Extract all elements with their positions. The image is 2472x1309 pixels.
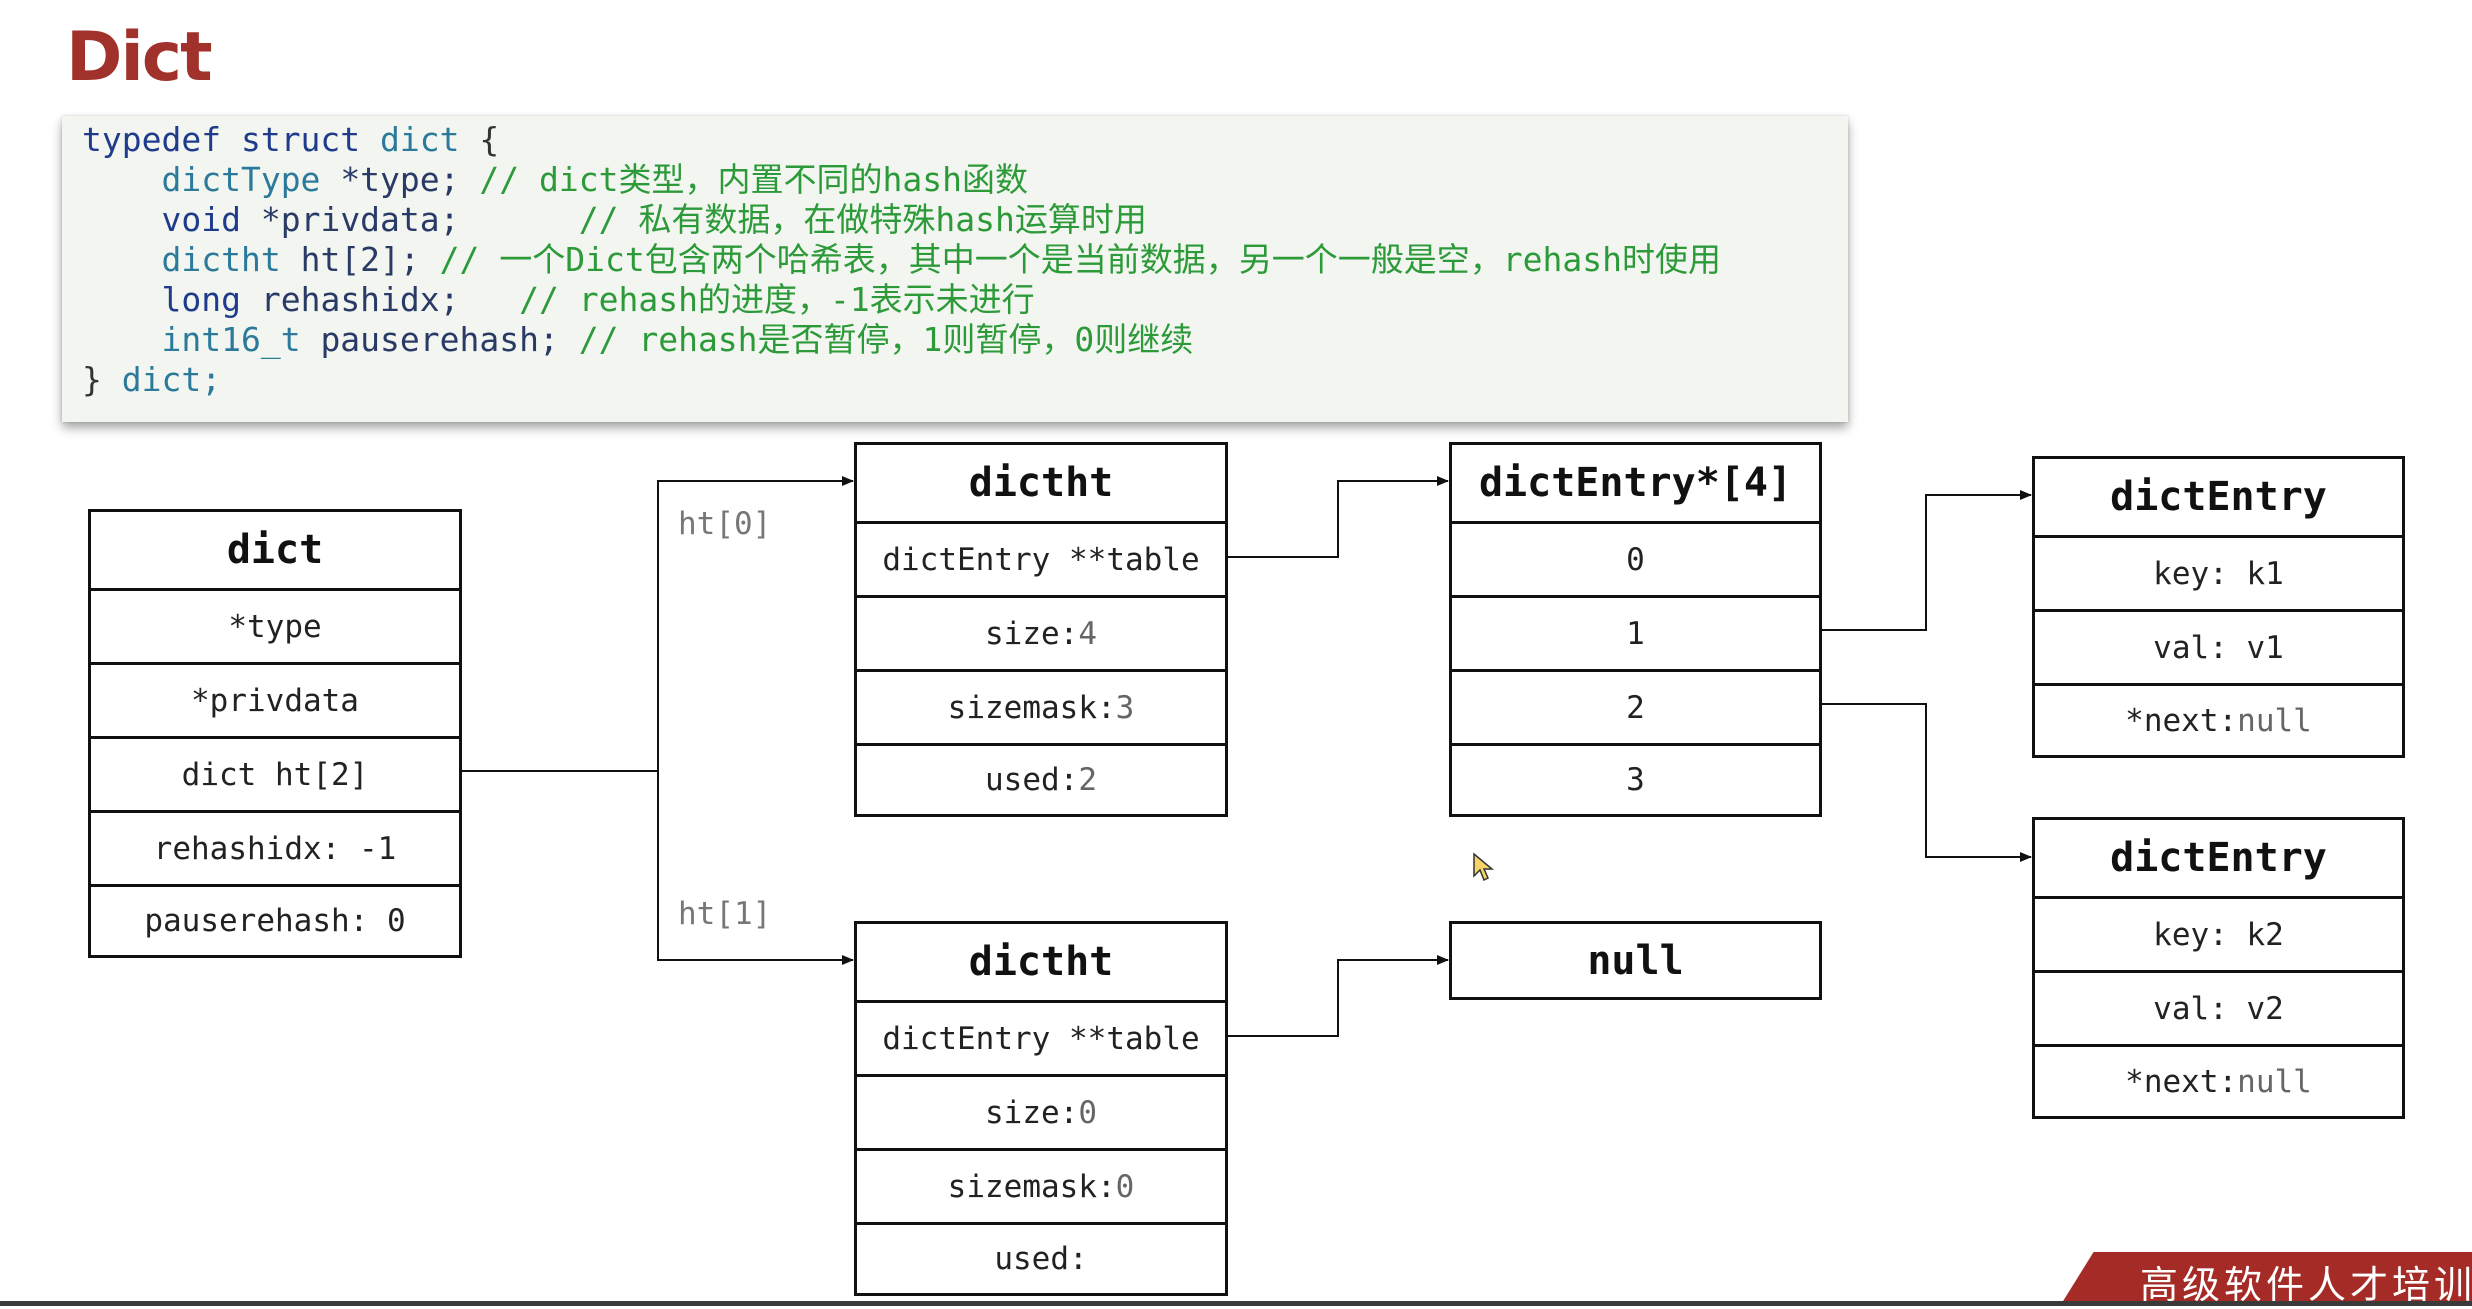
code-line-1: typedef struct dict { xyxy=(82,120,499,160)
used-label: used: xyxy=(985,762,1079,798)
dict-entry-1-key: key: k1 xyxy=(2035,535,2402,609)
dictht-1-used: used: xyxy=(857,1222,1225,1293)
sizemask-label: sizemask: xyxy=(947,1168,1116,1205)
array-slot-2: 2 xyxy=(1452,669,1819,743)
next-value: null xyxy=(2237,1063,2312,1100)
dictht-0-sizemask: sizemask: 3 xyxy=(857,669,1225,743)
dictht-0-header: dictht xyxy=(968,460,1114,506)
slide-title: Dict xyxy=(66,18,213,97)
sizemask-value: 0 xyxy=(1115,1168,1135,1205)
dictht-0-size: size: 4 xyxy=(857,595,1225,669)
code-line-4: dictht ht[2]; // 一个Dict包含两个哈希表，其中一个是当前数据… xyxy=(82,240,1721,280)
next-label: *next: xyxy=(2125,1063,2238,1100)
code-keyword: struct xyxy=(240,120,361,159)
dict-entry-2-val: val: v2 xyxy=(2035,970,2402,1044)
code-comment: // 一个Dict包含两个哈希表，其中一个是当前数据，另一个一般是空，rehas… xyxy=(439,240,1721,279)
brand-text: 高级软件人才培训 xyxy=(2140,1263,2472,1307)
array-slot-0: 0 xyxy=(1452,521,1819,595)
code-line-7: } dict; xyxy=(82,360,221,400)
dictht-1-box: dictht dictEntry **table size: 0 sizemas… xyxy=(854,921,1228,1296)
dict-entry-array-box: dictEntry*[4] 0 1 2 3 xyxy=(1449,442,1822,817)
size-label: size: xyxy=(985,615,1079,652)
code-comment: // 私有数据，在做特殊hash运算时用 xyxy=(578,200,1147,239)
arrow-ht1-to-null xyxy=(1226,955,1449,1037)
arrow-dict-to-ht0 xyxy=(460,476,854,772)
size-value: 4 xyxy=(1078,615,1097,652)
arrow-slot2-to-entry2 xyxy=(1820,703,2032,862)
dict-field-rehashidx: rehashidx: -1 xyxy=(91,810,459,884)
code-identifier: pauserehash; xyxy=(320,320,559,359)
size-label: size: xyxy=(985,1094,1079,1131)
dict-entry-2-key: key: k2 xyxy=(2035,896,2402,970)
array-slot-1: 1 xyxy=(1452,595,1819,669)
dict-entry-1-val: val: v1 xyxy=(2035,609,2402,683)
ht1-label: ht[1] xyxy=(678,896,772,932)
code-identifier: dict xyxy=(380,120,460,159)
code-brace: { xyxy=(479,120,500,159)
code-comment: // rehash的进度，-1表示未进行 xyxy=(519,280,1035,319)
dict-field-type: *type xyxy=(91,588,459,662)
code-line-2: dictType *type; // dict类型，内置不同的hash函数 xyxy=(82,160,1028,200)
footer-bar xyxy=(0,1301,2472,1306)
dictht-1-size: size: 0 xyxy=(857,1074,1225,1148)
array-slot-3: 3 xyxy=(1452,743,1819,814)
size-value: 0 xyxy=(1078,1094,1097,1131)
code-type: int16_t xyxy=(161,320,301,359)
null-table-box: null xyxy=(1449,921,1822,1000)
brand-banner xyxy=(2060,1252,2472,1306)
dict-field-pauserehash: pauserehash: 0 xyxy=(91,884,459,955)
dictht-0-box: dictht dictEntry **table size: 4 sizemas… xyxy=(854,442,1228,817)
sizemask-value: 3 xyxy=(1115,689,1135,726)
code-identifier: rehashidx; xyxy=(260,280,460,319)
used-value: 2 xyxy=(1078,762,1097,798)
sizemask-label: sizemask: xyxy=(947,689,1116,726)
dict-field-privdata: *privdata xyxy=(91,662,459,736)
next-value: null xyxy=(2237,702,2312,739)
dictht-1-header: dictht xyxy=(968,939,1114,985)
code-line-5: long rehashidx; // rehash的进度，-1表示未进行 xyxy=(82,280,1035,320)
code-type: void xyxy=(161,200,241,239)
null-label: null xyxy=(1587,937,1684,984)
next-label: *next: xyxy=(2125,702,2238,739)
arrow-slot1-to-entry1 xyxy=(1820,490,2032,631)
code-line-6: int16_t pauserehash; // rehash是否暂停，1则暂停，… xyxy=(82,320,1193,360)
arrow-dict-to-ht1 xyxy=(657,771,854,965)
dict-entry-1-header: dictEntry xyxy=(2110,474,2327,520)
dict-entry-2-next: *next: null xyxy=(2035,1044,2402,1116)
code-identifier: *type; xyxy=(340,160,460,199)
code-identifier: *privdata; xyxy=(260,200,460,239)
used-label: used: xyxy=(994,1241,1088,1277)
code-identifier: ht[2]; xyxy=(300,240,420,279)
dict-struct-box: dict *type *privdata dict ht[2] rehashid… xyxy=(88,509,462,958)
dict-entry-1-next: *next: null xyxy=(2035,683,2402,755)
ht0-label: ht[0] xyxy=(678,506,772,542)
dict-box-header: dict xyxy=(226,527,324,573)
dict-field-ht: dict ht[2] xyxy=(91,736,459,810)
dict-entry-array-header: dictEntry*[4] xyxy=(1478,460,1793,506)
code-line-3: void *privdata; // 私有数据，在做特殊hash运算时用 xyxy=(82,200,1147,240)
code-comment: // dict类型，内置不同的hash函数 xyxy=(479,160,1028,199)
mouse-cursor-icon xyxy=(1473,852,1495,882)
code-comment: // rehash是否暂停，1则暂停，0则继续 xyxy=(578,320,1194,359)
dictht-1-sizemask: sizemask: 0 xyxy=(857,1148,1225,1222)
dictht-1-table: dictEntry **table xyxy=(857,1000,1225,1074)
code-keyword: typedef xyxy=(82,120,222,159)
dictht-0-used: used: 2 xyxy=(857,743,1225,814)
dict-entry-2-header: dictEntry xyxy=(2110,835,2327,881)
code-brace: } xyxy=(82,360,102,399)
code-block: typedef struct dict { dictType *type; //… xyxy=(62,116,1848,422)
dictht-0-table: dictEntry **table xyxy=(857,521,1225,595)
code-type: dictType xyxy=(161,160,321,199)
dict-entry-2-box: dictEntry key: k2 val: v2 *next: null xyxy=(2032,817,2405,1119)
code-identifier: dict; xyxy=(121,360,222,399)
code-type: long xyxy=(161,280,241,319)
code-type: dictht xyxy=(161,240,281,279)
arrow-ht0-to-array xyxy=(1226,476,1449,558)
dict-entry-1-box: dictEntry key: k1 val: v1 *next: null xyxy=(2032,456,2405,758)
